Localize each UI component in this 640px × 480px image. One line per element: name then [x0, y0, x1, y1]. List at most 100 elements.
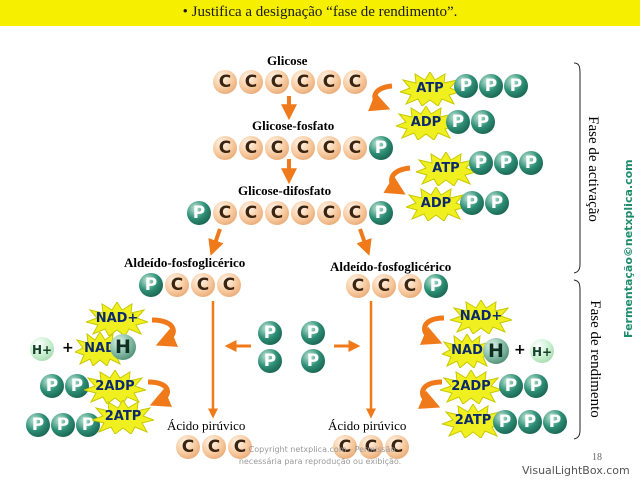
bracket-yield: [573, 279, 581, 440]
two-atp-label: 2ATP: [104, 409, 142, 424]
phosphate-atom: P: [499, 374, 523, 398]
carbon-atom: C: [239, 136, 263, 160]
phosphate-atom: P: [493, 410, 517, 434]
phosphate-atom: P: [424, 274, 448, 298]
nad-plus-burst: NAD+: [86, 302, 148, 336]
hydrogen-atom: H: [483, 338, 509, 364]
h-plus-label: H+: [531, 345, 553, 359]
label-acido-left: Ácido pirúvico: [167, 418, 246, 433]
nad-plus-label: NAD+: [95, 311, 139, 326]
label-glicose-fosfato: Glicose-fosfato: [252, 118, 335, 133]
carbon-atom: C: [191, 273, 215, 297]
phosphate-atom: P: [258, 321, 282, 345]
carbon-atom: C: [385, 435, 409, 459]
two-adp-burst: 2ADP: [440, 370, 502, 404]
carbon-atom: C: [372, 274, 396, 298]
curved-arrow-nad-left: [151, 317, 179, 347]
atp-burst: ATP: [416, 152, 476, 186]
bracket-activation: [573, 62, 581, 274]
phosphate-atom: P: [494, 151, 518, 175]
two-atp-burst: 2ATP: [92, 400, 154, 434]
carbon-atom: C: [346, 274, 370, 298]
carbon-atom: C: [265, 70, 289, 94]
phosphate-atom: P: [543, 410, 567, 434]
carbon-atom: C: [317, 136, 341, 160]
carbon-atom: C: [343, 201, 367, 225]
nad-plus-label: NAD+: [459, 309, 503, 324]
phosphate-atom: P: [518, 410, 542, 434]
starburst-icon: [416, 152, 476, 186]
carbon-atom: C: [213, 136, 237, 160]
plus-sign: +: [62, 340, 74, 356]
phase-activation-label: Fase de activação: [585, 116, 601, 222]
carbon-atom: C: [213, 201, 237, 225]
phosphate-atom: P: [26, 413, 50, 437]
carbon-atom: C: [165, 273, 189, 297]
curved-arrow-nad-right: [419, 315, 445, 345]
carbon-atom: C: [317, 70, 341, 94]
two-atp-label: 2ATP: [454, 413, 492, 428]
carbon-atom: C: [291, 136, 315, 160]
carbon-atom: C: [291, 70, 315, 94]
arrow-difosfato-to-aldeido-left: [208, 228, 224, 256]
label-acido-right: Ácido pirúvico: [328, 418, 407, 433]
phosphate-atom: P: [139, 273, 163, 297]
starburst-icon: [440, 370, 502, 404]
carbon-atom: C: [217, 273, 241, 297]
header-bar: • Justifica a designação “fase de rendim…: [0, 0, 640, 26]
curved-arrow-adp-right: [417, 379, 443, 409]
carbon-atom: C: [343, 70, 367, 94]
carbon-atom: C: [343, 136, 367, 160]
atp-label: ATP: [432, 161, 460, 176]
phosphate-atom: P: [469, 151, 493, 175]
carbon-atom: C: [239, 201, 263, 225]
starburst-icon: [450, 300, 512, 334]
carbon-atom: C: [228, 435, 252, 459]
atp-burst: ATP: [400, 72, 460, 106]
carbon-atom: C: [359, 435, 383, 459]
hydrogen-ion: H+: [530, 339, 554, 363]
carbon-atom: C: [265, 136, 289, 160]
phosphate-atom: P: [301, 321, 325, 345]
phosphate-atom: P: [460, 191, 484, 215]
copyright-line-1: Copyright netxplica.com - Permissão: [248, 445, 396, 454]
hydrogen-ion: H+: [30, 337, 54, 361]
phosphate-atom: P: [454, 74, 478, 98]
phosphate-atom: P: [65, 374, 89, 398]
phosphate-atom: P: [485, 191, 509, 215]
curved-arrow-atp-2: [383, 165, 411, 195]
starburst-icon: [84, 370, 146, 404]
phosphate-atom: P: [504, 74, 528, 98]
nad-label: NAD: [84, 341, 116, 356]
h-plus-label: H+: [31, 343, 53, 357]
carbon-atom: C: [265, 201, 289, 225]
carbon-atom: C: [333, 435, 357, 459]
two-adp-label: 2ADP: [451, 379, 491, 394]
carbon-atom: C: [176, 435, 200, 459]
header-question: • Justifica a designação “fase de rendim…: [182, 4, 458, 20]
page-number: 18: [592, 452, 602, 463]
phosphate-atom: P: [301, 349, 325, 373]
curved-arrow-atp-1: [368, 83, 393, 112]
adp-label: ADP: [420, 196, 452, 211]
phosphate-atom: P: [519, 151, 543, 175]
carbon-atom: C: [213, 70, 237, 94]
adp-label: ADP: [410, 115, 442, 130]
label-glicose-difosfato: Glicose-difosfato: [238, 183, 332, 198]
label-glicose: Glicose: [267, 53, 308, 68]
nad-label: NAD: [451, 343, 483, 358]
hydrogen-atom: H: [110, 334, 136, 360]
phosphate-atom: P: [369, 136, 393, 160]
phase-yield-label: Fase de rendimento: [587, 300, 603, 418]
arrow-difosfato-to-aldeido-right: [356, 228, 372, 256]
copyright-line-2: necessária para reprodução ou exibição.: [238, 457, 402, 466]
atp-label: ATP: [416, 81, 444, 96]
phosphate-atom: P: [524, 374, 548, 398]
curved-arrow-adp-left: [147, 379, 173, 407]
label-aldeido-right: Aldeído-fosfoglicérico: [330, 259, 452, 274]
two-adp-label: 2ADP: [95, 379, 135, 394]
footer-credit: VisualLightBox.com: [522, 464, 630, 477]
adp-burst: ADP: [406, 187, 466, 221]
